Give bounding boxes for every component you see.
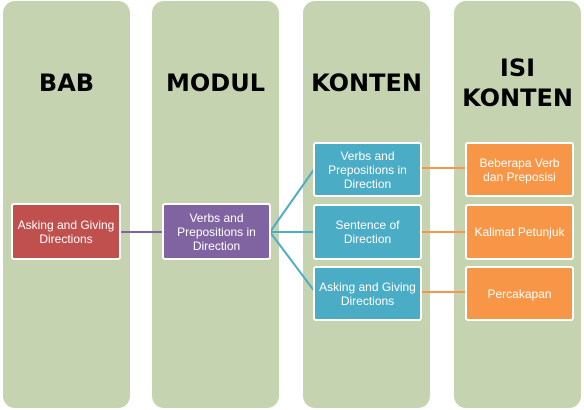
- column-title-isi-konten-line2: KONTEN: [462, 84, 573, 112]
- column-title-bab: BAB: [38, 69, 95, 97]
- column-title-isi-konten: ISI KONTEN: [454, 53, 581, 113]
- node-konten-2: Sentence of Direction: [313, 204, 422, 260]
- connector-modul-konten-1: [269, 167, 316, 233]
- node-konten-3: Asking and Giving Directions: [313, 266, 422, 321]
- connector-modul-konten-3: [269, 231, 316, 293]
- column-title-modul: MODUL: [166, 69, 265, 97]
- column-title-konten: KONTEN: [311, 69, 422, 97]
- column-title-isi-konten-line1: ISI: [499, 54, 536, 82]
- node-modul: Verbs and Prepositions in Direction: [162, 203, 271, 260]
- node-isi-2: Kalimat Petunjuk: [465, 204, 574, 260]
- node-isi-1: Beberapa Verb dan Preposisi: [465, 142, 574, 197]
- node-konten-1: Verbs and Prepositions in Direction: [313, 142, 422, 197]
- node-bab: Asking and Giving Directions: [11, 203, 121, 260]
- node-isi-3: Percakapan: [465, 266, 574, 321]
